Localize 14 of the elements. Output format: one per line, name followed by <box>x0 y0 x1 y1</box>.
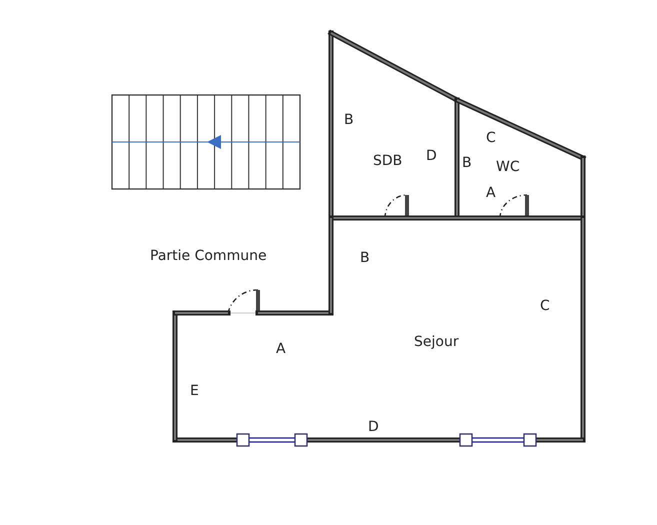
wall-label: D <box>426 148 437 164</box>
wall-label: B <box>344 112 354 128</box>
wall-label: B <box>462 155 472 171</box>
wall-label: B <box>360 250 370 266</box>
wall-label: C <box>540 298 550 314</box>
room-name: SDB <box>373 153 402 169</box>
room-name: Sejour <box>414 334 459 350</box>
wall-label: A <box>276 341 286 357</box>
wall-label: E <box>190 383 199 399</box>
wall-label: A <box>486 185 496 201</box>
wall-label: D <box>368 419 379 435</box>
wall-label: C <box>486 130 496 146</box>
room-name: WC <box>496 159 520 175</box>
area-label: Partie Commune <box>150 248 267 264</box>
